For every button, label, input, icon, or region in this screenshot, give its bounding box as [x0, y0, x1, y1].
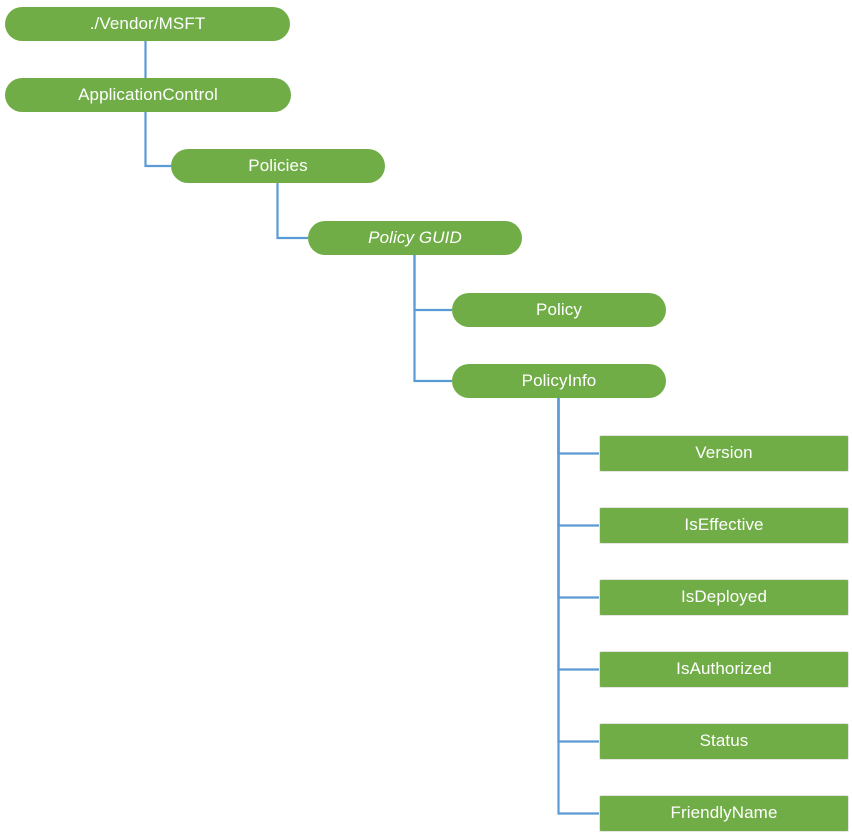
connector-policyinfo-to-isauthorized	[557, 398, 600, 671]
connector-policyinfo-to-friendlyname	[557, 398, 600, 815]
node-label-application-control: ApplicationControl	[78, 84, 218, 104]
node-label-is-authorized: IsAuthorized	[676, 659, 772, 679]
node-policies: Policies	[171, 149, 385, 183]
node-label-policy: Policy	[536, 299, 582, 319]
node-policy-guid: Policy GUID	[308, 221, 522, 255]
node-version: Version	[600, 436, 848, 471]
node-status: Status	[600, 724, 848, 759]
node-policy: Policy	[452, 293, 666, 327]
node-policy-info: PolicyInfo	[452, 364, 666, 398]
node-is-deployed: IsDeployed	[600, 580, 848, 615]
connector-policyinfo-to-status	[557, 398, 600, 743]
connector-appcontrol-to-policies	[144, 112, 171, 168]
node-application-control: ApplicationControl	[5, 78, 291, 112]
connector-policies-to-policyguid	[276, 183, 308, 240]
node-label-vendor-msft: ./Vendor/MSFT	[89, 13, 206, 33]
connector-policyguid-to-policy	[413, 255, 452, 312]
node-friendly-name: FriendlyName	[600, 796, 848, 831]
node-label-is-effective: IsEffective	[684, 515, 764, 535]
connector-policyinfo-to-version	[557, 398, 600, 455]
connector-policyinfo-to-isdeployed	[557, 398, 600, 599]
node-label-policy-guid: Policy GUID	[368, 227, 462, 247]
node-label-is-deployed: IsDeployed	[680, 587, 768, 607]
node-label-policy-info: PolicyInfo	[521, 370, 597, 390]
node-is-authorized: IsAuthorized	[600, 652, 848, 687]
node-label-friendly-name: FriendlyName	[670, 803, 778, 823]
node-is-effective: IsEffective	[600, 508, 848, 543]
node-vendor-msft: ./Vendor/MSFT	[5, 7, 290, 41]
connector-policyinfo-to-iseffective	[557, 398, 600, 527]
connector-policyguid-to-policyinfo	[413, 255, 452, 383]
node-label-status: Status	[699, 731, 749, 751]
node-label-version: Version	[695, 443, 753, 463]
node-label-policies: Policies	[248, 155, 308, 175]
